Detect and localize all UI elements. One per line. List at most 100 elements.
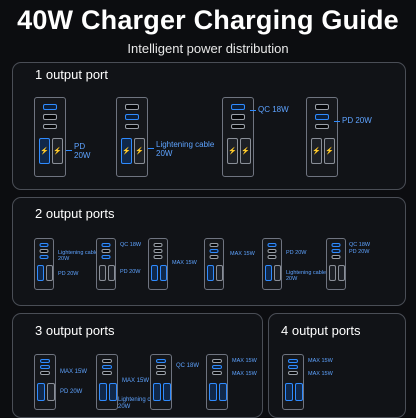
usb-a-port-icon bbox=[153, 243, 163, 247]
port-label: PD 20W bbox=[120, 269, 141, 275]
page-subtitle: Intelligent power distribution bbox=[127, 41, 289, 56]
cable-plug-icon: ⚡ bbox=[311, 138, 322, 164]
port-label: 20W bbox=[118, 404, 131, 410]
charger-device bbox=[204, 238, 224, 290]
usb-a-port-icon bbox=[101, 243, 111, 247]
cable-plug-icon: ⚡ bbox=[121, 138, 132, 164]
usb-a-port-icon bbox=[331, 243, 341, 247]
charger-device bbox=[96, 238, 116, 290]
charger-device bbox=[34, 354, 56, 410]
charger-device: ⚡ ⚡ bbox=[222, 97, 254, 177]
charger-device bbox=[150, 354, 172, 410]
charger-device bbox=[148, 238, 168, 290]
bolt-icon: ⚡ bbox=[53, 148, 62, 155]
bolt-icon: ⚡ bbox=[40, 148, 49, 155]
cable-plug-icon bbox=[329, 265, 336, 281]
usb-c-port-icon bbox=[102, 365, 112, 369]
cable-plug-icon bbox=[99, 383, 107, 401]
cable-plug-icon bbox=[274, 265, 281, 281]
usb-a-port-icon bbox=[288, 359, 298, 363]
port-label: Lightening cable bbox=[58, 250, 99, 256]
port-label: PD 20W bbox=[349, 249, 370, 255]
panel-title: 2 output ports bbox=[35, 206, 115, 221]
port-label: 20W bbox=[74, 151, 91, 160]
usb-a-port-icon bbox=[156, 359, 166, 363]
panel-title: 1 output port bbox=[35, 67, 108, 82]
usb-c-port-icon bbox=[212, 365, 222, 369]
port-label: PD 20W bbox=[286, 250, 307, 256]
charger-device bbox=[206, 354, 228, 410]
usb-c-port-icon bbox=[43, 114, 57, 120]
charger-device: ⚡ ⚡ bbox=[306, 97, 338, 177]
usb-c-port-icon bbox=[267, 249, 277, 253]
port-label: PD 20W bbox=[60, 389, 83, 395]
port-label: PD 20W bbox=[58, 271, 79, 277]
usb-c-port-icon bbox=[209, 249, 219, 253]
cable-plug-icon: ⚡ bbox=[324, 138, 335, 164]
port-label: Lightening cable bbox=[156, 140, 215, 149]
usb-c-port-icon bbox=[102, 359, 112, 363]
bolt-icon: ⚡ bbox=[325, 148, 334, 155]
usb-c-port-icon bbox=[40, 359, 50, 363]
charger-device bbox=[96, 354, 118, 410]
cable-plug-icon bbox=[151, 265, 158, 281]
charger-device: ⚡ ⚡ bbox=[34, 97, 66, 177]
cable-plug-icon: ⚡ bbox=[52, 138, 63, 164]
cable-plug-icon: ⚡ bbox=[240, 138, 251, 164]
usb-c-port-icon bbox=[315, 114, 329, 120]
usb-a-port-icon bbox=[315, 104, 329, 110]
port-label: 20W bbox=[286, 276, 298, 282]
usb-c-port-icon bbox=[267, 243, 277, 247]
cable-plug-icon bbox=[47, 383, 55, 401]
usb-a-port-icon bbox=[40, 371, 50, 375]
cable-plug-icon bbox=[207, 265, 214, 281]
port-label: 20W bbox=[58, 256, 70, 262]
usb-a-port-icon bbox=[39, 255, 49, 259]
usb-a-port-icon bbox=[43, 124, 57, 129]
usb-c-port-icon bbox=[39, 243, 49, 247]
usb-c-port-icon bbox=[288, 371, 298, 375]
port-label: Lightening cable bbox=[286, 270, 327, 276]
usb-c-port-icon bbox=[212, 371, 222, 375]
port-label: PD 20W bbox=[342, 116, 372, 125]
port-label: PD bbox=[74, 142, 86, 151]
bolt-icon: ⚡ bbox=[228, 148, 237, 155]
port-label: MAX 15W bbox=[308, 371, 333, 377]
cable-plug-icon bbox=[99, 265, 106, 281]
usb-c-port-icon bbox=[101, 249, 111, 253]
usb-c-port-icon bbox=[153, 249, 163, 253]
usb-a-port-icon bbox=[212, 359, 222, 363]
usb-c-port-icon bbox=[209, 255, 219, 259]
panel-one-port: 1 output port bbox=[12, 62, 406, 190]
callout-line bbox=[250, 110, 256, 111]
cable-plug-icon bbox=[209, 383, 217, 401]
cable-plug-icon bbox=[37, 383, 45, 401]
cable-plug-icon bbox=[265, 265, 272, 281]
cable-plug-icon bbox=[37, 265, 44, 281]
usb-a-port-icon bbox=[102, 371, 112, 375]
callout-line bbox=[66, 150, 72, 151]
port-label: MAX 15W bbox=[308, 358, 333, 364]
usb-c-port-icon bbox=[231, 124, 245, 129]
bolt-icon: ⚡ bbox=[135, 148, 144, 155]
bolt-icon: ⚡ bbox=[241, 148, 250, 155]
usb-c-port-icon bbox=[288, 365, 298, 369]
callout-line bbox=[148, 148, 154, 149]
usb-c-port-icon bbox=[315, 124, 329, 129]
charger-device bbox=[282, 354, 304, 410]
cable-plug-icon bbox=[109, 383, 117, 401]
usb-c-port-icon bbox=[231, 114, 245, 120]
bolt-icon: ⚡ bbox=[312, 148, 321, 155]
cable-plug-icon bbox=[108, 265, 115, 281]
port-label: MAX 15W bbox=[230, 251, 255, 257]
usb-a-port-icon bbox=[267, 255, 277, 259]
page-title: 40W Charger Charging Guide bbox=[17, 5, 399, 35]
panel-title: 3 output ports bbox=[35, 323, 115, 338]
usb-a-port-icon bbox=[231, 104, 245, 110]
usb-c-port-icon bbox=[125, 104, 139, 110]
cable-plug-icon bbox=[163, 383, 171, 401]
usb-c-port-icon bbox=[153, 255, 163, 259]
usb-c-port-icon bbox=[101, 255, 111, 259]
usb-c-port-icon bbox=[39, 249, 49, 253]
usb-a-port-icon bbox=[125, 124, 139, 129]
